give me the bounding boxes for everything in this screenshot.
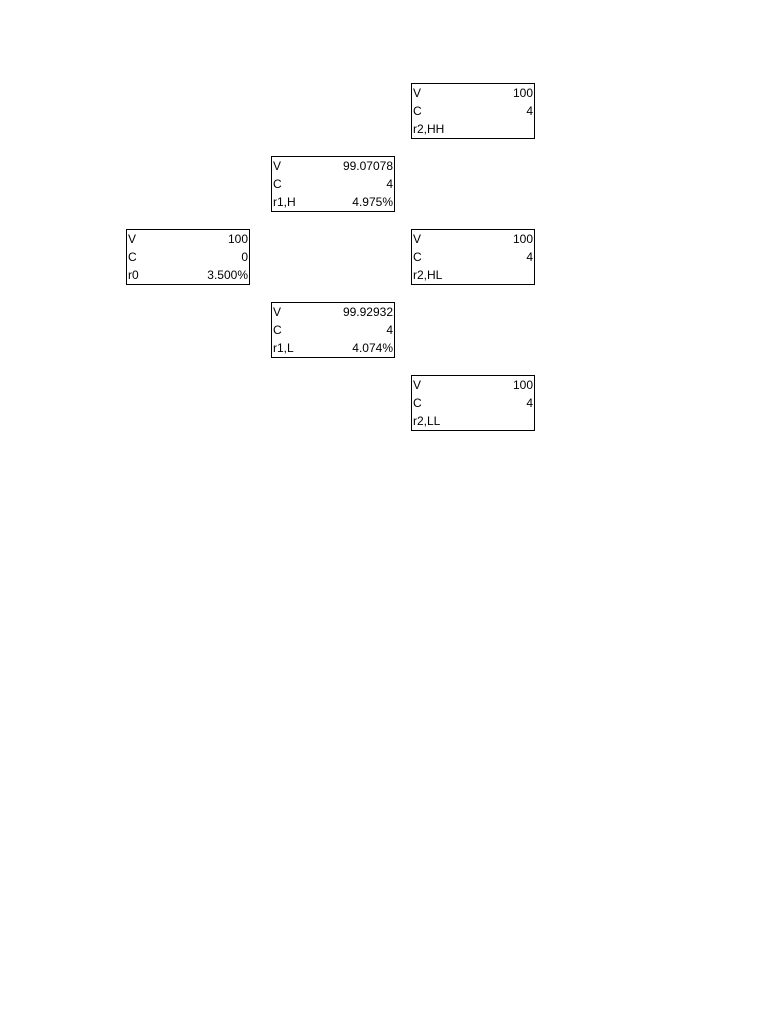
rate-label: r2,HL (413, 268, 443, 282)
node-r2-ll: V 100 C 4 r2,LL (411, 375, 535, 431)
v-label: V (413, 378, 422, 392)
v-label: V (273, 305, 282, 319)
rate-value: 3.500% (207, 268, 248, 282)
rate-row: r2,LL (412, 412, 534, 430)
v-value: 100 (512, 86, 533, 100)
c-row: C 4 (272, 321, 394, 339)
rate-label: r2,LL (413, 414, 441, 428)
c-label: C (128, 250, 137, 264)
rate-row: r1,L 4.074% (272, 339, 394, 357)
rate-label: r1,L (273, 341, 294, 355)
c-value: 4 (386, 323, 393, 337)
c-row: C 4 (412, 394, 534, 412)
v-label: V (413, 232, 422, 246)
node-r2-hl: V 100 C 4 r2,HL (411, 229, 535, 285)
c-label: C (273, 177, 282, 191)
v-label: V (128, 232, 137, 246)
c-label: C (273, 323, 282, 337)
c-row: C 4 (412, 102, 534, 120)
v-value: 99.92932 (342, 305, 393, 319)
v-value: 100 (227, 232, 248, 246)
c-value: 4 (526, 250, 533, 264)
rate-value: 4.074% (352, 341, 393, 355)
c-value: 4 (526, 396, 533, 410)
v-label: V (273, 159, 282, 173)
v-row: V 100 (412, 376, 534, 394)
node-r2-hh: V 100 C 4 r2,HH (411, 83, 535, 139)
v-row: V 100 (127, 230, 249, 248)
rate-label: r0 (128, 268, 139, 282)
c-value: 4 (386, 177, 393, 191)
rate-value: 4.975% (352, 195, 393, 209)
c-value: 0 (241, 250, 248, 264)
v-value: 100 (512, 378, 533, 392)
c-row: C 4 (412, 248, 534, 266)
c-label: C (413, 250, 422, 264)
c-value: 4 (526, 104, 533, 118)
rate-label: r2,HH (413, 122, 445, 136)
v-value: 99.07078 (342, 159, 393, 173)
c-label: C (413, 104, 422, 118)
rate-label: r1,H (273, 195, 296, 209)
v-row: V 99.07078 (272, 157, 394, 175)
node-r0: V 100 C 0 r0 3.500% (126, 229, 250, 285)
c-row: C 4 (272, 175, 394, 193)
v-row: V 100 (412, 230, 534, 248)
v-value: 100 (512, 232, 533, 246)
v-label: V (413, 86, 422, 100)
node-r1-l: V 99.92932 C 4 r1,L 4.074% (271, 302, 395, 358)
c-label: C (413, 396, 422, 410)
rate-row: r0 3.500% (127, 266, 249, 284)
rate-row: r2,HL (412, 266, 534, 284)
node-r1-h: V 99.07078 C 4 r1,H 4.975% (271, 156, 395, 212)
c-row: C 0 (127, 248, 249, 266)
v-row: V 99.92932 (272, 303, 394, 321)
rate-row: r2,HH (412, 120, 534, 138)
rate-row: r1,H 4.975% (272, 193, 394, 211)
v-row: V 100 (412, 84, 534, 102)
